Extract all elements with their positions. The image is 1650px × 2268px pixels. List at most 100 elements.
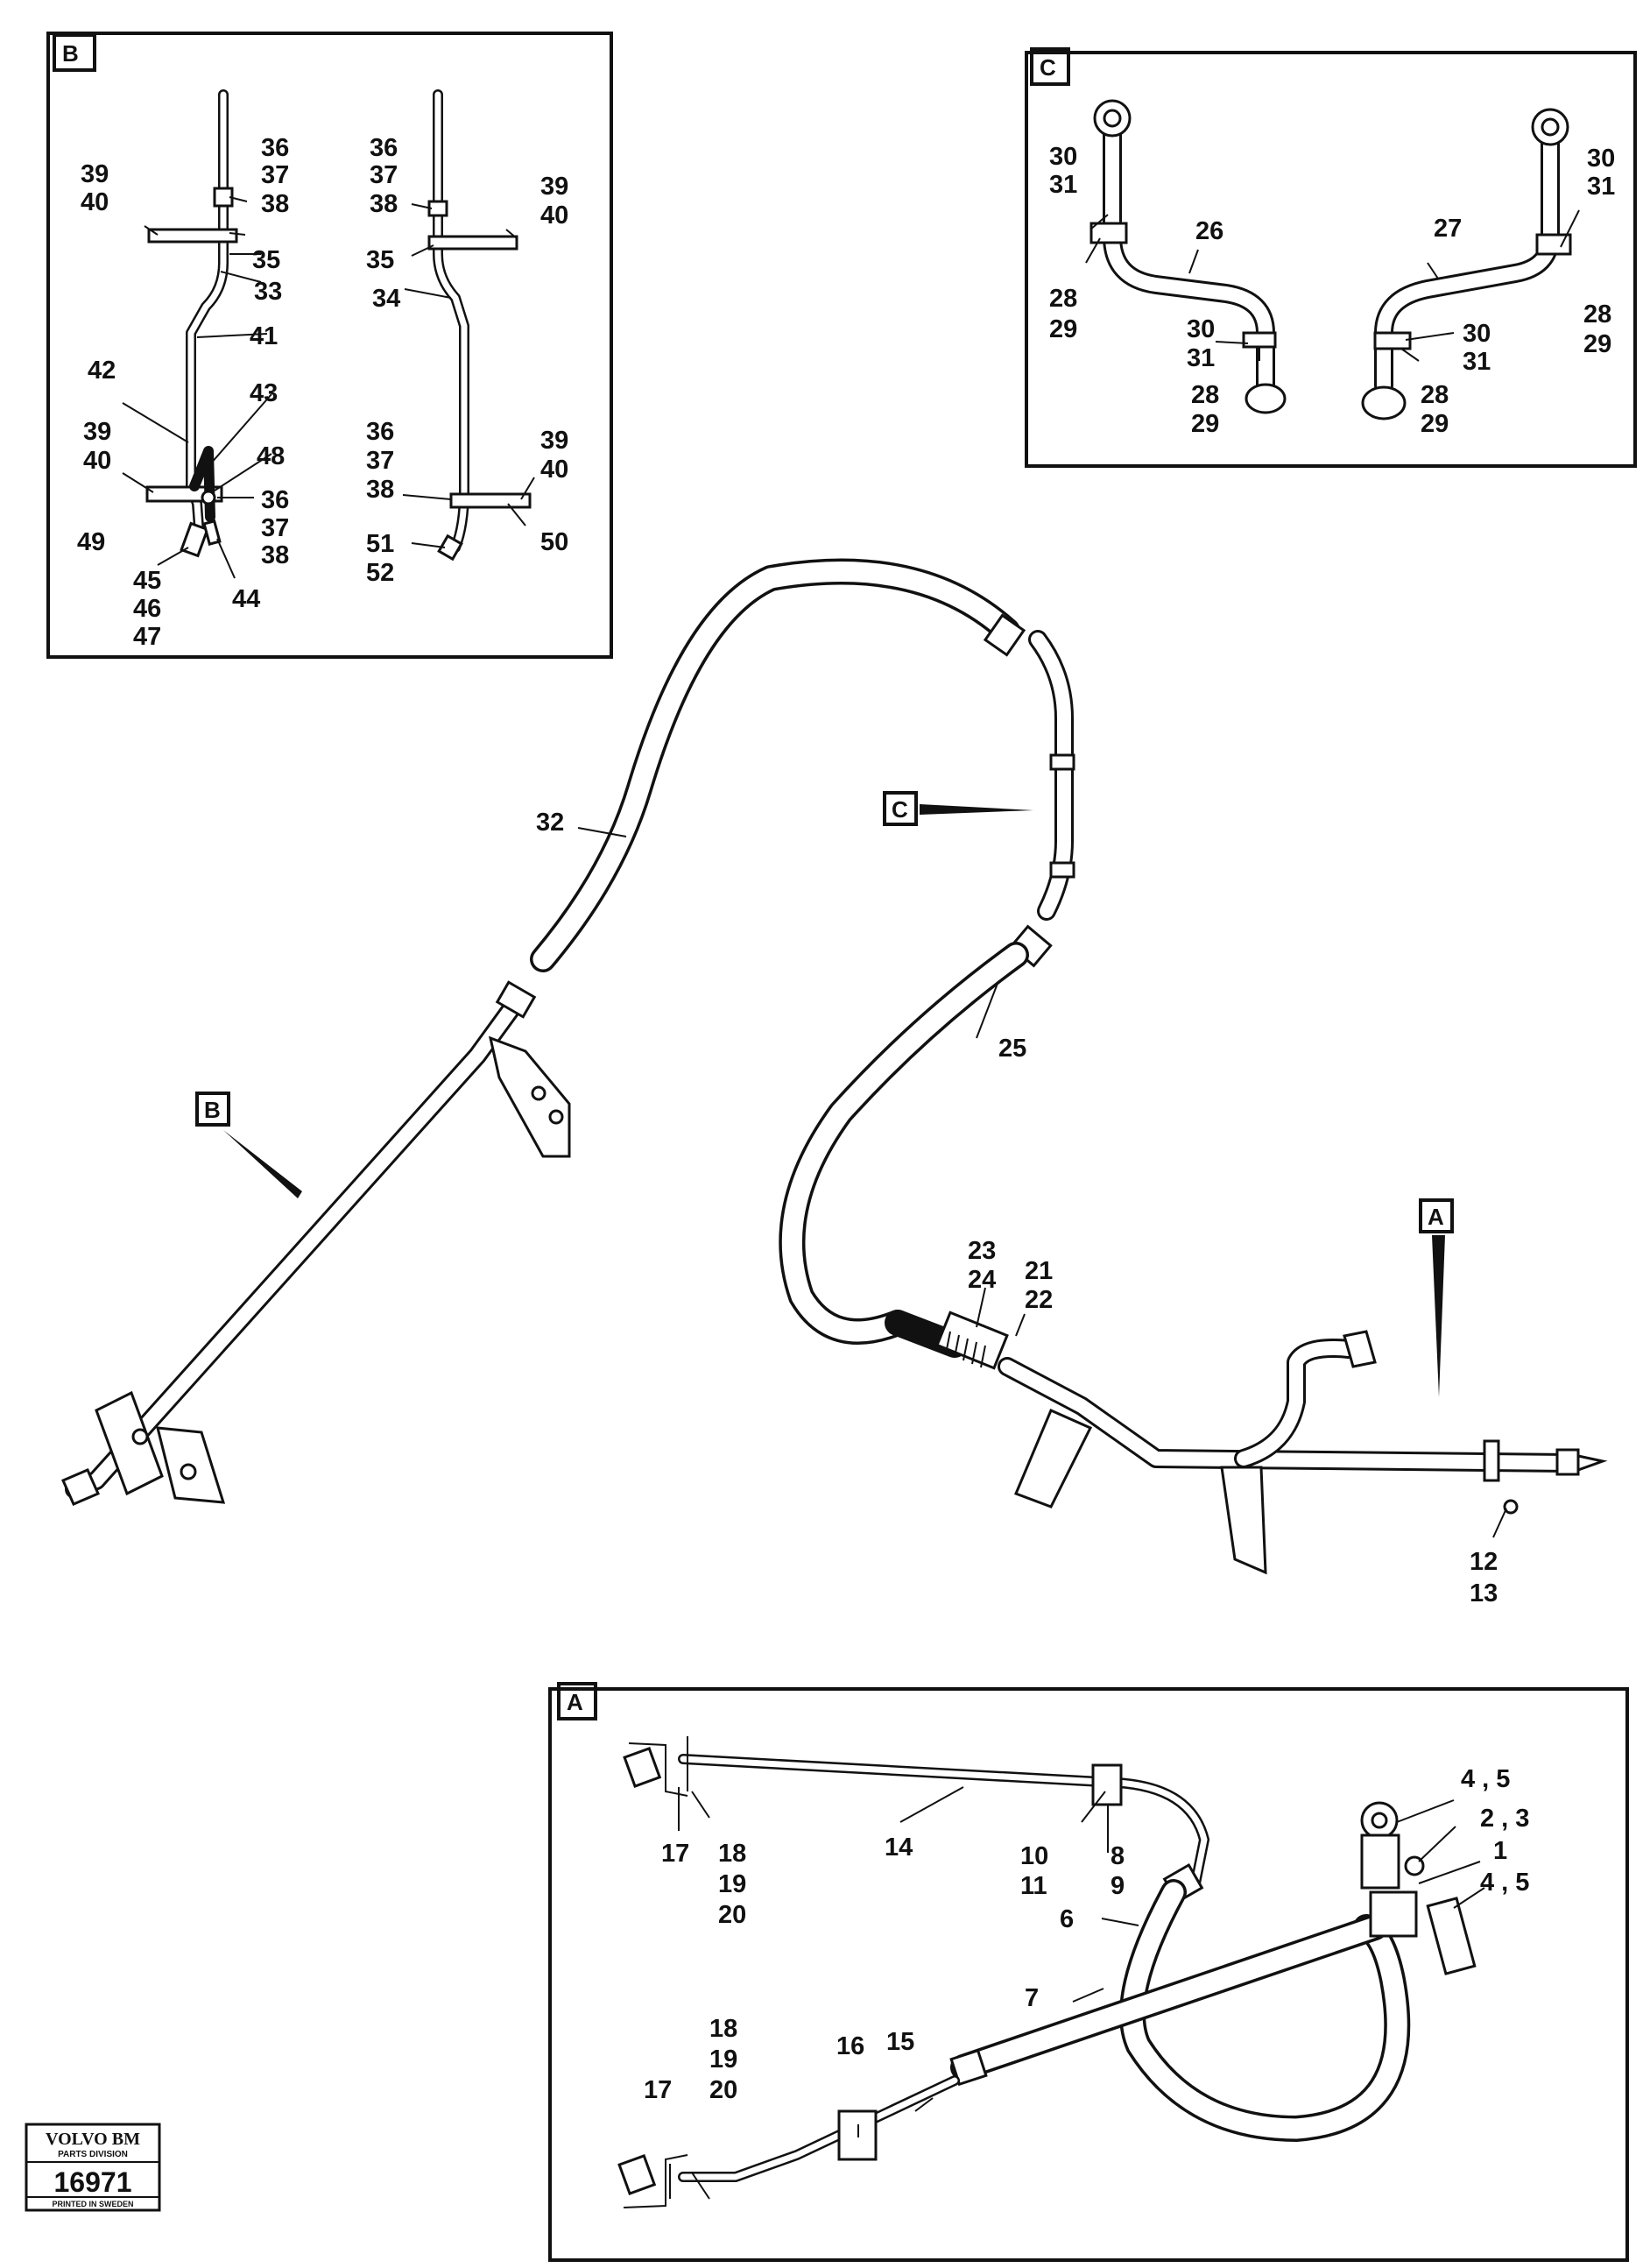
label-17: 17 bbox=[661, 1840, 689, 1868]
label-52: 52 bbox=[366, 559, 394, 587]
bracket-upper-hole-1 bbox=[531, 1085, 546, 1101]
label-7: 7 bbox=[1025, 1984, 1039, 2012]
nut-15-end bbox=[617, 2153, 657, 2195]
label-29-lower: 29 bbox=[1191, 410, 1219, 438]
detail-b-panel: B 36 37 38 39 40 35 33 41 42 43 39 40 4 bbox=[46, 32, 613, 659]
clip-16 bbox=[837, 2109, 878, 2161]
callout-c-pointer bbox=[920, 804, 1033, 815]
fitting-44 bbox=[202, 519, 222, 546]
label-6: 6 bbox=[1060, 1905, 1074, 1933]
label-35-right: 35 bbox=[366, 246, 394, 274]
bracket-b-upper bbox=[488, 1035, 571, 1158]
label-38-right: 38 bbox=[370, 190, 398, 218]
valve-body-4-5 bbox=[1369, 1890, 1418, 1938]
pipe-a bbox=[1000, 1360, 1575, 1470]
label-49: 49 bbox=[77, 528, 105, 556]
label-48: 48 bbox=[257, 442, 285, 470]
clamp-c-upper bbox=[1049, 753, 1075, 771]
coupling-ridges bbox=[945, 1331, 986, 1368]
label-20: 20 bbox=[718, 1901, 746, 1929]
label-8: 8 bbox=[1111, 1842, 1125, 1870]
label-40-right-lower: 40 bbox=[540, 456, 568, 484]
label-12: 12 bbox=[1470, 1548, 1498, 1576]
label-36: 36 bbox=[261, 134, 289, 162]
nut-26-top-bore bbox=[1103, 109, 1122, 128]
label-36-lower: 36 bbox=[261, 486, 289, 514]
fitting-45-46-47 bbox=[180, 521, 209, 558]
label-31-lower: 31 bbox=[1187, 344, 1215, 372]
label-13: 13 bbox=[1470, 1579, 1498, 1607]
label-9: 9 bbox=[1111, 1872, 1125, 1900]
label-28-right-lower: 28 bbox=[1421, 381, 1449, 409]
label-1: 1 bbox=[1493, 1837, 1507, 1865]
label-16: 16 bbox=[836, 2032, 864, 2060]
label-33: 33 bbox=[254, 278, 282, 306]
hose-7 bbox=[953, 1917, 1386, 2078]
label-19-lower: 19 bbox=[709, 2045, 737, 2074]
valve-eye-bore bbox=[1371, 1812, 1388, 1829]
volvo-bm-stamp: VOLVO BM PARTS DIVISION 16971 PRINTED IN… bbox=[25, 2123, 161, 2212]
fitting-36-37-38 bbox=[201, 490, 216, 505]
label-2-3: 2 , 3 bbox=[1480, 1805, 1529, 1833]
detail-b-leaders-left bbox=[122, 196, 272, 579]
label-39-right: 39 bbox=[540, 173, 568, 201]
label-11: 11 bbox=[1020, 1872, 1047, 1900]
callout-b-box bbox=[195, 1092, 230, 1127]
label-29-right-lower: 29 bbox=[1421, 410, 1449, 438]
valve-fitting-4-5 bbox=[1426, 1897, 1477, 1975]
label-30-right: 30 bbox=[1587, 145, 1615, 173]
detail-a-frame bbox=[548, 1687, 1629, 2262]
label-22: 22 bbox=[1025, 1286, 1053, 1314]
bracket-upper-hole-2 bbox=[548, 1109, 564, 1125]
clamp-12-13 bbox=[1483, 1439, 1500, 1482]
label-44: 44 bbox=[232, 585, 260, 613]
bracket-b-lower-1 bbox=[95, 1390, 164, 1496]
detail-a-tag-box bbox=[557, 1682, 597, 1720]
detail-c-tag-box bbox=[1030, 47, 1070, 86]
label-29-right: 29 bbox=[1583, 330, 1611, 358]
label-15: 15 bbox=[886, 2028, 914, 2056]
screw-12-13 bbox=[1503, 1499, 1519, 1515]
callout-b: B bbox=[204, 1097, 221, 1123]
label-27: 27 bbox=[1434, 215, 1462, 243]
pipe-a-branch bbox=[1237, 1341, 1356, 1466]
detail-a-tag: A bbox=[567, 1689, 583, 1715]
nut-32-lower bbox=[495, 980, 537, 1019]
label-41: 41 bbox=[250, 322, 278, 350]
label-18-lower: 18 bbox=[709, 2015, 737, 2043]
label-31: 31 bbox=[1049, 171, 1077, 199]
pipe-b-end-nut bbox=[61, 1468, 100, 1506]
detail-a-leaders bbox=[669, 1786, 1485, 2200]
pipe-14 bbox=[680, 1756, 1208, 1887]
label-36-right: 36 bbox=[370, 134, 398, 162]
clamp-39-40-bottom-right bbox=[449, 492, 532, 509]
detail-b-frame bbox=[46, 32, 613, 659]
label-39-right-lower: 39 bbox=[540, 427, 568, 455]
branch-end-nut bbox=[1343, 1330, 1377, 1368]
label-20-lower: 20 bbox=[709, 2076, 737, 2104]
label-38: 38 bbox=[261, 190, 289, 218]
detail-b-leaders-right bbox=[402, 203, 535, 548]
bracket-17-top bbox=[628, 1736, 688, 1797]
label-32: 32 bbox=[536, 809, 564, 837]
hose-25 bbox=[781, 944, 1026, 1342]
callout-a-box bbox=[1419, 1198, 1454, 1233]
label-10: 10 bbox=[1020, 1842, 1048, 1870]
bracket-17-bottom bbox=[623, 2154, 688, 2208]
callout-a-pointer bbox=[1432, 1235, 1445, 1397]
pipe-26 bbox=[1105, 116, 1273, 392]
bracket-a-left bbox=[1014, 1409, 1093, 1508]
valve-body-1 bbox=[1360, 1833, 1400, 1890]
label-30-right-lower: 30 bbox=[1463, 320, 1491, 348]
label-25: 25 bbox=[998, 1035, 1026, 1063]
nut-27-bottom bbox=[1361, 385, 1407, 420]
label-50: 50 bbox=[540, 528, 568, 556]
pipe-c bbox=[1031, 632, 1071, 918]
clip-8-9 bbox=[1091, 1763, 1123, 1806]
stamp-number: 16971 bbox=[54, 2166, 132, 2198]
clamp-c-lower bbox=[1049, 861, 1075, 879]
bracket-hole-2 bbox=[180, 1463, 197, 1480]
detail-a-panel: A 4 , 5 2 , 3 1 4 , 5 1 bbox=[548, 1682, 1629, 2262]
label-43: 43 bbox=[250, 379, 278, 407]
label-4-5-lower: 4 , 5 bbox=[1480, 1869, 1529, 1897]
